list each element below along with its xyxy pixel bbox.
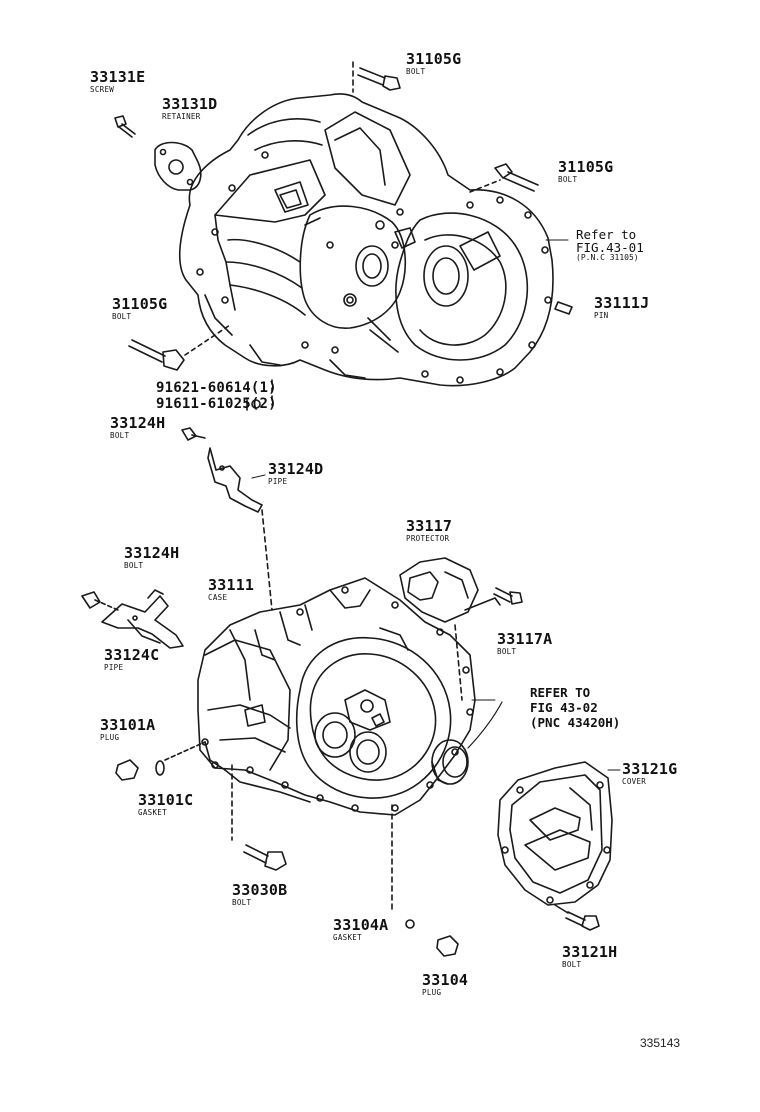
part-number: 31105G — [112, 295, 168, 313]
bolt-cover-part — [565, 911, 600, 931]
label-31105G-right: 31105G BOLT — [558, 160, 613, 184]
protector-part — [399, 557, 501, 701]
ref-line-3: (P.N.C 31105) — [576, 253, 639, 262]
part-name: PIPE — [268, 477, 288, 486]
label-33101C: 33101C GASKET — [138, 793, 193, 817]
part-name: GASKET — [333, 933, 362, 942]
ref-line-1: Refer to — [576, 227, 637, 242]
part-number: 33111 — [208, 576, 255, 594]
part-name: BOLT — [406, 67, 426, 76]
part-number: 31105G — [406, 50, 462, 68]
label-33111: 33111 CASE — [208, 578, 254, 602]
part-number: 31105G — [558, 158, 614, 176]
screw-part — [114, 115, 136, 138]
label-33121H: 33121H BOLT — [562, 945, 617, 969]
part-number: 33101A — [100, 716, 156, 734]
part-number: 91621-60614(1) — [156, 380, 277, 396]
part-number: 33131E — [90, 68, 146, 86]
part-number: 33124D — [268, 460, 324, 478]
part-number: 91611-61025(2) — [156, 396, 277, 412]
pin-part — [554, 301, 573, 315]
part-name: BOLT — [562, 960, 582, 969]
part-name: PIN — [594, 311, 609, 320]
part-name: GASKET — [138, 808, 167, 817]
label-33111J: 33111J PIN — [594, 296, 649, 320]
dowel-parts — [246, 379, 273, 411]
label-33104A: 33104A GASKET — [333, 918, 388, 942]
label-33131E: 33131E SCREW — [90, 70, 145, 94]
part-number: 33124H — [110, 414, 166, 432]
part-name: PROTECTOR — [406, 534, 450, 543]
part-name: BOLT — [558, 175, 578, 184]
part-name: SCREW — [90, 85, 115, 94]
label-33121G: 33121G COVER — [622, 762, 677, 786]
label-33104: 33104 PLUG — [422, 973, 468, 997]
label-33117: 33117 PROTECTOR — [406, 519, 452, 543]
ref-line-2: FIG 43-02 — [530, 700, 598, 715]
part-number: 33121H — [562, 943, 618, 961]
label-91611: 91611-61025(2) — [156, 397, 277, 411]
lower-case-housing — [197, 577, 476, 816]
bolt-right-part — [469, 163, 539, 193]
part-number: 33117 — [406, 517, 453, 535]
label-33124H-top: 33124H BOLT — [110, 416, 165, 440]
ref-line-2: FIG.43-01 — [576, 240, 644, 255]
label-91621: 91621-60614(1) — [156, 381, 277, 395]
lower-reference-note: REFER TO FIG 43-02 (PNC 43420H) — [530, 685, 620, 730]
label-33124H-mid: 33124H BOLT — [124, 546, 179, 570]
label-31105G-top: 31105G BOLT — [406, 52, 461, 76]
part-name: BOLT — [110, 431, 130, 440]
plug-drain-part — [115, 741, 206, 781]
bolt-left-part — [128, 324, 231, 371]
label-33124D: 33124D PIPE — [268, 462, 323, 486]
figure-number: 335143 — [640, 1036, 681, 1050]
ref-line-1: REFER TO — [530, 685, 591, 700]
part-number: 33101C — [138, 791, 194, 809]
part-name: BOLT — [497, 647, 517, 656]
part-name: BOLT — [112, 312, 132, 321]
part-number: 33111J — [594, 294, 650, 312]
leader-lines — [251, 239, 621, 771]
part-number: 33104A — [333, 916, 389, 934]
part-number: 33030B — [232, 881, 288, 899]
label-33101A: 33101A PLUG — [100, 718, 155, 742]
label-31105G-left: 31105G BOLT — [112, 297, 167, 321]
upper-reference-note: Refer to FIG.43-01 (P.N.C 31105) — [576, 228, 644, 262]
part-number: 33117A — [497, 630, 553, 648]
plug-filler-part — [391, 804, 459, 957]
part-number: 33104 — [422, 971, 469, 989]
part-name: RETAINER — [162, 112, 201, 121]
part-name: CASE — [208, 593, 228, 602]
part-name: COVER — [622, 777, 647, 786]
part-number: 33121G — [622, 760, 678, 778]
part-name: BOLT — [232, 898, 252, 907]
bolt-lower-part — [231, 764, 287, 871]
upper-case-housing — [178, 93, 554, 387]
oil-seal-part — [431, 701, 503, 785]
bolt-protector-part — [493, 587, 523, 605]
label-33131D: 33131D RETAINER — [162, 97, 217, 121]
part-name: PIPE — [104, 663, 124, 672]
part-name: PLUG — [422, 988, 442, 997]
part-name: BOLT — [124, 561, 144, 570]
part-number: 33131D — [162, 95, 218, 113]
label-33030B: 33030B BOLT — [232, 883, 287, 907]
bolt-top-part — [352, 61, 401, 93]
ref-line-3: (PNC 43420H) — [530, 715, 621, 730]
label-33124C: 33124C PIPE — [104, 648, 159, 672]
label-33117A: 33117A BOLT — [497, 632, 552, 656]
cover-part — [497, 761, 613, 914]
part-number: 33124H — [124, 544, 180, 562]
pipe-d-part — [181, 427, 273, 611]
part-name: PLUG — [100, 733, 120, 742]
pipe-c-part — [81, 589, 184, 649]
retainer-part — [154, 141, 202, 191]
part-number: 33124C — [104, 646, 160, 664]
